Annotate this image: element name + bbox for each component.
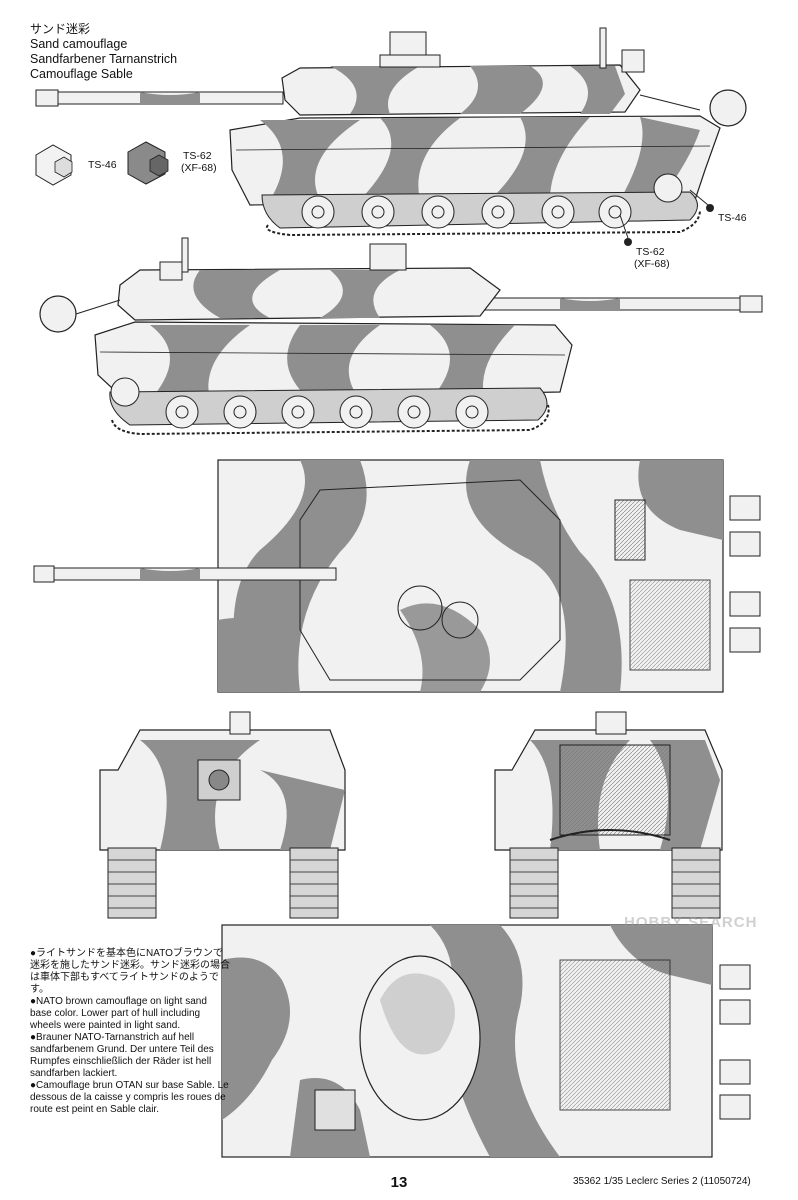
watermark-brand: HOBBY SEARCH <box>624 914 758 931</box>
side-view-left <box>35 27 747 237</box>
product-reference: 35362 1/35 Leclerc Series 2 (11050724) <box>573 1176 751 1187</box>
page-number: 13 <box>390 1174 408 1191</box>
side-view-right <box>39 237 763 436</box>
front-view <box>99 711 346 919</box>
title-jp: サンド迷彩 <box>30 22 91 36</box>
title-en: Sand camouflage <box>30 37 128 51</box>
swatch-ts62 <box>127 141 169 185</box>
callout-xf68: (XF-68) <box>634 258 670 270</box>
swatch-label-ts62: TS-62 <box>183 150 212 162</box>
painting-notes: ●ライトサンドを基本色にNATOブラウンで迷彩を施したサンド迷彩。サンド迷彩の場… <box>30 948 230 1116</box>
title-block: サンド迷彩 Sand camouflage Sandfarbener Tarna… <box>30 22 177 82</box>
title-fr: Camouflage Sable <box>30 67 133 81</box>
callout-markers <box>619 189 714 246</box>
callout-ts46: TS-46 <box>718 212 747 224</box>
callout-ts62: TS-62 <box>636 246 665 258</box>
swatch-label-xf68: (XF-68) <box>181 162 217 174</box>
note-fr: ●Camouflage brun OTAN sur base Sable. Le… <box>30 1080 229 1115</box>
top-view <box>33 459 761 693</box>
swatch-ts46 <box>35 144 73 186</box>
hull-top-view <box>221 924 751 1158</box>
note-jp: ●ライトサンドを基本色にNATOブラウンで迷彩を施したサンド迷彩。サンド迷彩の場… <box>30 948 230 995</box>
swatch-label-ts46: TS-46 <box>88 159 117 171</box>
note-de: ●Brauner NATO-Tarnanstrich auf hell sand… <box>30 1032 214 1079</box>
title-de: Sandfarbener Tarnanstrich <box>30 52 178 66</box>
note-en: ●NATO brown camouflage on light sand bas… <box>30 996 207 1031</box>
rear-view <box>494 711 723 919</box>
